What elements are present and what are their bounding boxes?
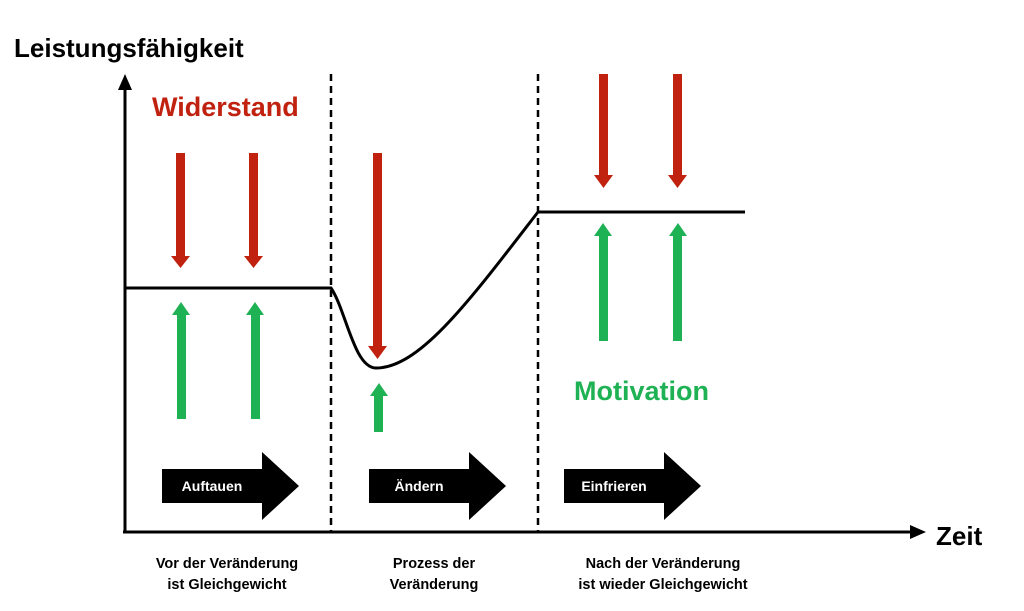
performance-curve xyxy=(125,210,745,370)
phase-caption-line: Nach der Veränderung xyxy=(586,556,741,572)
y-axis-title: Leistungsfähigkeit xyxy=(14,33,244,63)
x-axis-title: Zeit xyxy=(936,521,983,551)
phase-caption-line: ist Gleichgewicht xyxy=(167,577,286,593)
motivation-arrow xyxy=(594,223,612,341)
step-arrow-einfrieren: Einfrieren xyxy=(564,452,701,520)
step-label: Einfrieren xyxy=(581,478,646,494)
motivation-arrow xyxy=(370,383,388,432)
phase-caption-line: Veränderung xyxy=(390,577,479,593)
motivation-arrow xyxy=(669,223,687,341)
step-label: Auftauen xyxy=(182,478,243,494)
resistance-arrow xyxy=(171,153,190,268)
resistance-arrow xyxy=(668,74,687,188)
phase-caption-line: ist wieder Gleichgewicht xyxy=(578,577,747,593)
step-label: Ändern xyxy=(395,478,444,494)
x-axis-arrowhead xyxy=(910,525,926,539)
phase-caption-line: Prozess der xyxy=(393,556,476,572)
resistance-arrow xyxy=(594,74,613,188)
step-arrow-aendern: Ändern xyxy=(369,452,506,520)
resistance-title: Widerstand xyxy=(152,92,299,122)
y-axis-arrowhead xyxy=(118,74,132,90)
motivation-arrow xyxy=(172,302,190,419)
motivation-title: Motivation xyxy=(574,376,709,406)
phase-caption-process: Prozess der Veränderung xyxy=(390,556,479,593)
resistance-arrow xyxy=(244,153,263,268)
phase-caption-after: Nach der Veränderung ist wieder Gleichge… xyxy=(578,556,747,593)
motivation-arrow xyxy=(246,302,264,419)
phase-caption-line: Vor der Veränderung xyxy=(156,556,298,572)
phase-caption-before: Vor der Veränderung ist Gleichgewicht xyxy=(156,556,298,593)
resistance-arrow xyxy=(368,153,387,359)
step-arrow-auftauen: Auftauen xyxy=(162,452,299,520)
